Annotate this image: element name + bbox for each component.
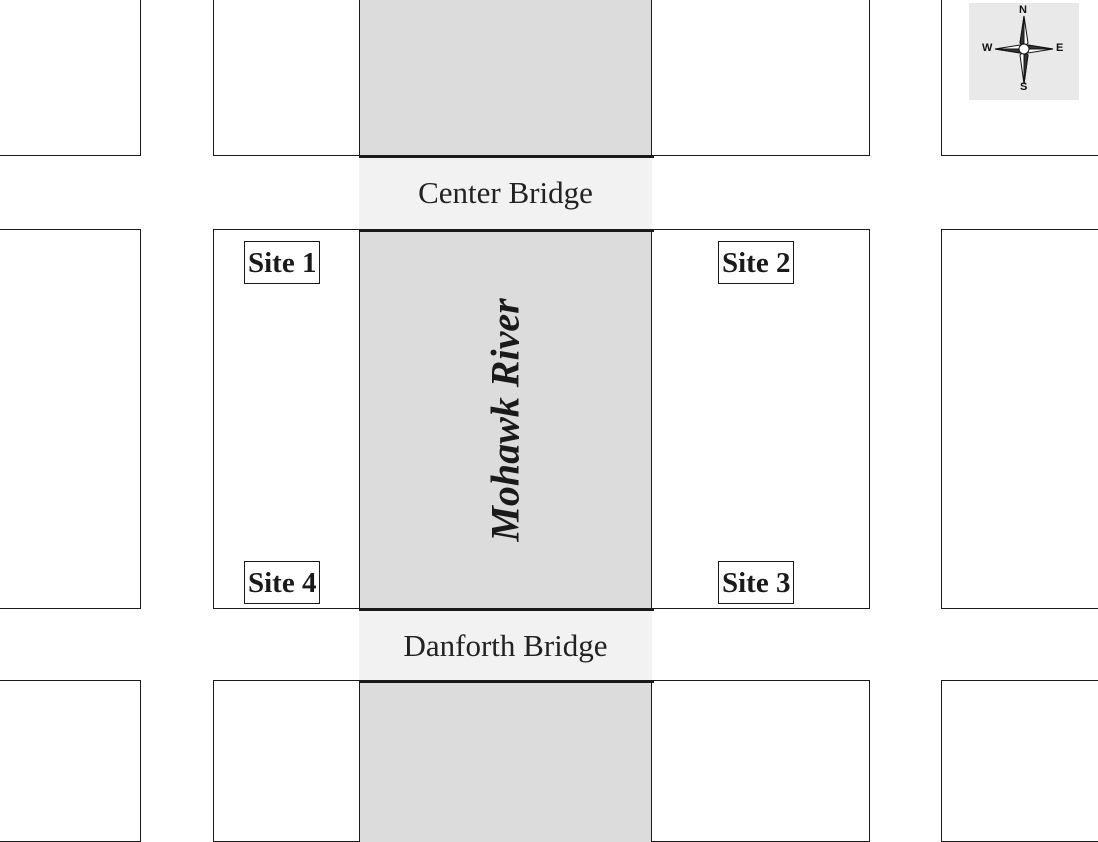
site-2-label: Site 2 xyxy=(718,241,795,284)
city-block-west xyxy=(213,229,360,609)
city-block xyxy=(213,0,360,156)
compass-north: N xyxy=(1019,4,1027,16)
river-segment-south xyxy=(359,682,652,842)
city-block xyxy=(0,680,141,842)
bridge-edge xyxy=(359,229,654,232)
danforth-bridge-label: Danforth Bridge xyxy=(403,628,608,663)
city-block xyxy=(651,0,870,156)
compass-rose-icon: N S W E xyxy=(969,3,1079,100)
city-block xyxy=(0,229,141,609)
city-block xyxy=(213,680,360,842)
city-block xyxy=(941,680,1098,842)
site-4-label: Site 4 xyxy=(244,561,321,604)
compass-west: W xyxy=(982,42,993,54)
bridge-edge xyxy=(359,155,654,158)
river-label: Mohawk River xyxy=(482,298,528,542)
compass-rose-graphic xyxy=(994,15,1054,85)
city-block xyxy=(651,680,870,842)
center-bridge-label: Center Bridge xyxy=(418,175,593,210)
site-1-label: Site 1 xyxy=(244,241,321,284)
city-block xyxy=(0,0,141,156)
river-segment-north xyxy=(359,0,652,158)
compass-south: S xyxy=(1020,81,1028,93)
river-segment-middle xyxy=(359,231,652,611)
bridge-edge xyxy=(359,608,654,611)
compass-east: E xyxy=(1056,42,1064,54)
center-bridge xyxy=(359,158,652,231)
site-3-label: Site 3 xyxy=(718,561,795,604)
city-block xyxy=(941,229,1098,609)
bridge-edge xyxy=(359,680,654,683)
city-block-east xyxy=(651,229,870,609)
danforth-bridge xyxy=(359,611,652,682)
